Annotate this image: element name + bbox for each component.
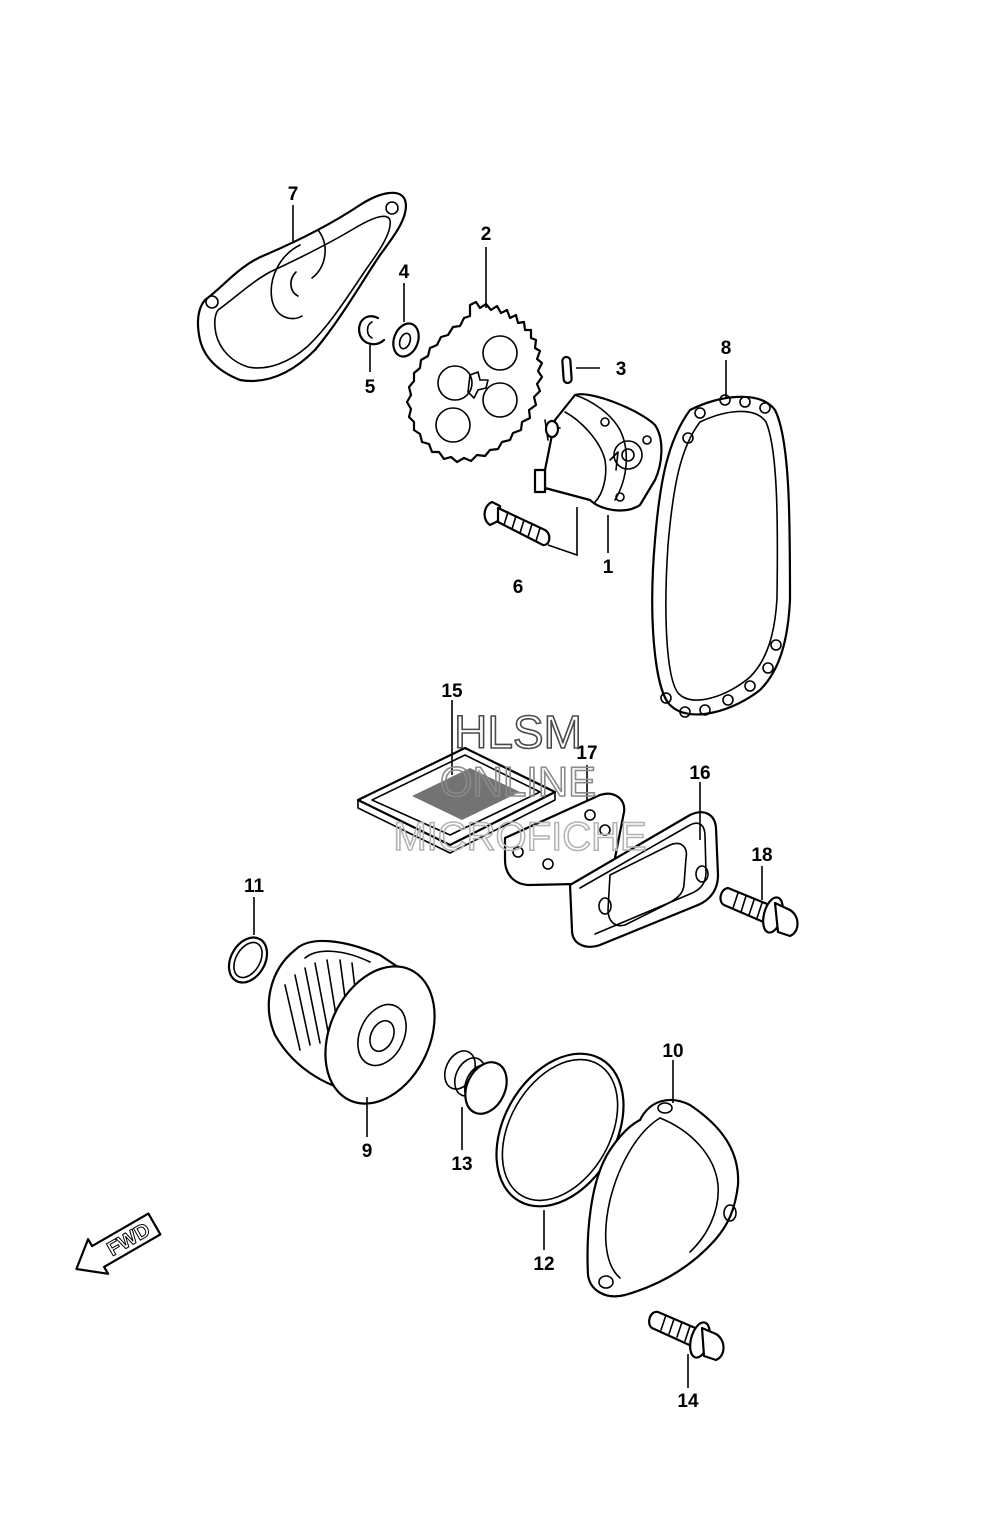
watermark-line-2: ONLINE <box>440 758 596 805</box>
watermark-line-1: HLSM <box>454 706 582 758</box>
callout-8: 8 <box>721 338 732 359</box>
callout-10: 10 <box>662 1041 683 1062</box>
callout-6: 6 <box>513 577 524 598</box>
callout-16: 16 <box>689 763 710 784</box>
part-14-cap-bolt <box>648 1310 725 1362</box>
part-8-chain <box>651 394 792 718</box>
leader-lines <box>253 205 763 1388</box>
part-3-pin <box>561 355 573 385</box>
callout-9: 9 <box>362 1141 373 1162</box>
part-18-flange-bolt <box>719 886 799 938</box>
part-16-strainer-housing <box>568 811 720 948</box>
callout-7: 7 <box>288 184 299 205</box>
callout-2: 2 <box>481 224 492 245</box>
part-15-strainer <box>356 746 557 854</box>
part-6-screw <box>483 500 551 547</box>
fwd-direction-arrow: FWD <box>75 1212 162 1275</box>
part-7-pump-cover <box>196 191 408 383</box>
callout-labels: 7 2 4 3 5 8 1 6 15 17 16 18 11 10 9 13 1… <box>244 184 773 1412</box>
part-5-circlip <box>358 315 386 346</box>
callout-5: 5 <box>365 377 376 398</box>
part-4-washer <box>392 322 420 358</box>
callout-14: 14 <box>677 1391 699 1412</box>
callout-11: 11 <box>244 876 265 897</box>
callout-4: 4 <box>399 262 410 283</box>
callout-3: 3 <box>616 359 627 380</box>
part-9-oil-filter <box>267 939 436 1105</box>
part-10-filter-cap <box>586 1098 740 1298</box>
callout-15: 15 <box>441 681 463 702</box>
callout-1: 1 <box>603 557 614 578</box>
callout-18: 18 <box>751 845 772 866</box>
callout-12: 12 <box>533 1254 554 1275</box>
callout-13: 13 <box>451 1154 472 1175</box>
part-11-o-ring <box>227 936 269 984</box>
part-13-spring <box>443 1050 508 1115</box>
watermark-line-3: MICROFICHE <box>393 815 646 859</box>
watermark: HLSM ONLINE MICROFICHE <box>393 705 648 860</box>
callout-17: 17 <box>576 743 597 764</box>
part-2-driven-gear <box>405 300 544 464</box>
part-1-oil-pump-body <box>533 393 663 512</box>
part-12-large-o-ring <box>495 1052 625 1208</box>
